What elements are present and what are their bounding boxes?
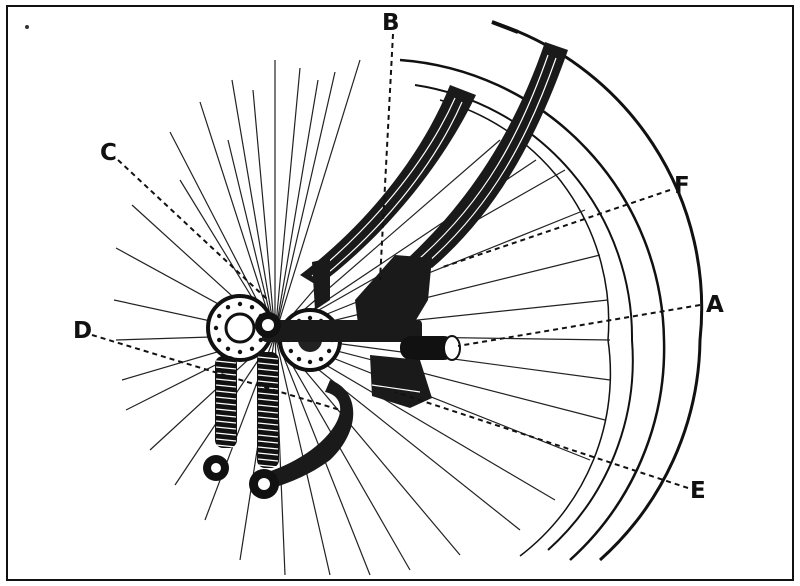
spring-coil-turn: [215, 378, 237, 382]
spoke: [274, 71, 336, 336]
spring-coil-turn: [257, 362, 279, 366]
hub-flange-hole: [249, 305, 255, 310]
hub-flange-hole: [237, 349, 243, 355]
spring-coil-turn: [257, 428, 279, 432]
spring-coil-turn: [215, 360, 237, 364]
speck: [25, 25, 29, 29]
spring-coil-turn: [257, 452, 279, 456]
spring-coil-turn: [215, 384, 237, 388]
spring-coil-turn: [215, 390, 237, 394]
spoke: [274, 334, 411, 571]
hub-flange-hole: [217, 313, 222, 319]
hub-flange-hole: [249, 346, 255, 351]
spring-coil-turn: [257, 434, 279, 438]
leader-line-a: [457, 304, 701, 347]
spoke: [252, 89, 276, 336]
spring-coil-turn: [257, 368, 279, 372]
hub-flange-hole: [258, 337, 263, 343]
spoke: [274, 59, 361, 336]
spring-coil-turn: [215, 438, 237, 442]
spring-coil-turn: [257, 422, 279, 426]
spring-coil-turn: [215, 402, 237, 406]
spring-coil-turn: [215, 372, 237, 376]
hub-flange-hole: [217, 337, 222, 343]
label-b: B: [382, 10, 400, 36]
spring-coil-turn: [257, 458, 279, 462]
spoke: [231, 79, 276, 336]
leader-line-c: [117, 159, 269, 301]
hub-flange-hole: [288, 348, 294, 354]
label-c: C: [100, 140, 117, 166]
hub-flange-hole: [326, 348, 332, 354]
spring-coil-turn: [257, 398, 279, 402]
spoke: [227, 139, 276, 336]
fork-dropout-bracket: [312, 255, 432, 340]
figure-border: [6, 5, 794, 581]
spoke: [274, 334, 331, 576]
spring-coil-turn: [215, 414, 237, 418]
fork-blades: [300, 42, 568, 286]
spring-coil-turn: [257, 380, 279, 384]
label-f: F: [674, 173, 690, 199]
hub-flange-hole: [237, 301, 243, 307]
spring-coil-turn: [257, 446, 279, 450]
spring-coil-turn: [257, 440, 279, 444]
spring-coil-turn: [215, 444, 237, 448]
label-d: D: [73, 318, 92, 344]
label-e: E: [690, 478, 706, 504]
leader-lines: [91, 33, 701, 489]
leader-line-d: [91, 334, 341, 411]
spring-coil-turn: [257, 404, 279, 408]
spring-coil-turn: [257, 374, 279, 378]
hub-flange-hole: [318, 356, 324, 362]
hub-flange-hole: [225, 346, 231, 351]
hub-flange-hole: [213, 325, 219, 331]
spring-coil-turn: [215, 366, 237, 370]
spring-coil-turn: [257, 410, 279, 414]
spoke: [274, 79, 319, 336]
leader-line-f: [439, 189, 671, 269]
spring-coil-turn: [257, 464, 279, 468]
hub-flange-hole: [307, 315, 313, 321]
hub-flange-hole: [296, 356, 302, 362]
spring-coil-turn: [257, 416, 279, 420]
leader-line-b: [379, 33, 394, 281]
hub-flange-hole: [307, 359, 313, 365]
label-a: A: [706, 292, 724, 318]
suspension-springs: [215, 352, 279, 468]
spring-coil-turn: [215, 408, 237, 412]
spring-coil-turn: [215, 396, 237, 400]
spring-coil-turn: [215, 420, 237, 424]
spring-coil-turn: [257, 356, 279, 360]
spring-coil-turn: [215, 432, 237, 436]
spring-coil-turn: [257, 392, 279, 396]
spoke: [274, 67, 301, 336]
spoke: [274, 139, 501, 336]
axle-assembly: [255, 312, 461, 361]
hub-flange-hole: [225, 305, 231, 310]
spring-coil-turn: [215, 426, 237, 430]
spring-end-caps: [203, 455, 279, 499]
leader-line-e: [394, 391, 689, 489]
